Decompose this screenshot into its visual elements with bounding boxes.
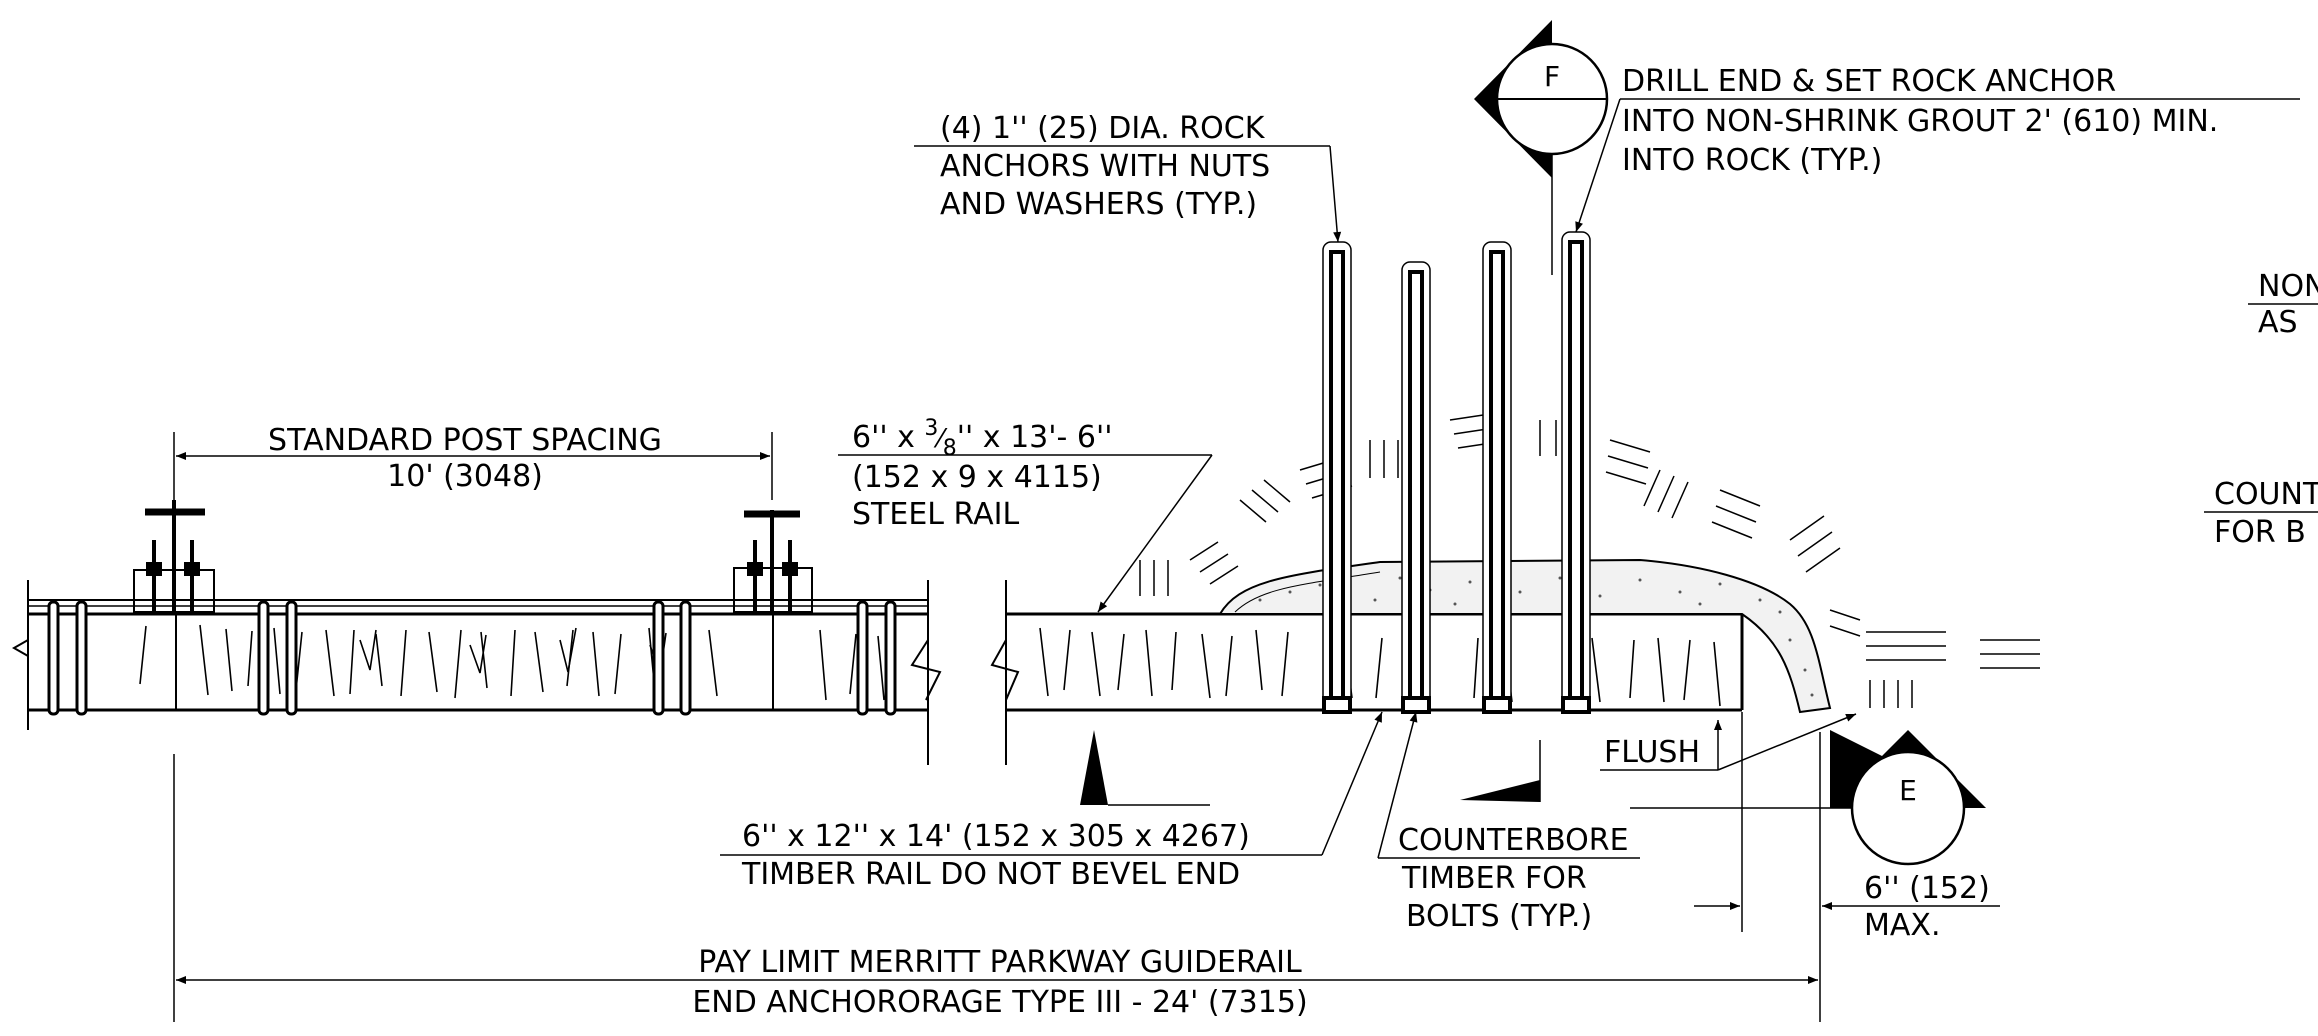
steel-frac-num: 3 [924,416,938,441]
timber-line1: 6'' x 12'' x 14' (152 x 305 x 4267) [742,819,1250,854]
section-f-label: F [1544,60,1560,93]
rail-bolts [47,600,897,716]
left-timber-rail [11,580,942,765]
steel-metric: (152 x 9 x 4115) [852,460,1102,495]
steel-frac-den: 8 [943,436,957,461]
right-note-2: AS [2258,305,2298,340]
rock-anchor-3 [1482,241,1512,714]
right-note-4: FOR B [2214,515,2306,550]
dim-six-inch-max: 6'' (152) MAX. [1694,712,2000,1022]
max-value: 6'' (152) [1864,871,1990,906]
right-note-1: NON [2258,269,2318,304]
flush-note: FLUSH [1600,713,1857,771]
drill-line3: INTO ROCK (TYP.) [1622,143,1882,178]
drill-line2: INTO NON-SHRINK GROUT 2' (610) MIN. [1622,104,2218,139]
right-edge-notes: NON AS COUNT FOR B [2204,269,2318,550]
section-arrow-lower-left [1080,730,1108,805]
anchors-line1: (4) 1'' (25) DIA. ROCK [940,111,1266,146]
dim-post-spacing: STANDARD POST SPACING 10' (3048) [173,423,773,500]
anchors-line3: AND WASHERS (TYP.) [940,187,1257,222]
flush-label: FLUSH [1604,735,1700,770]
steel-rail-note: 6'' x 3⁄8'' x 13'- 6'' (152 x 9 x 4115) … [838,416,1213,613]
std-spacing-label: STANDARD POST SPACING [268,423,662,458]
section-marker-f: F [1474,20,1609,275]
rock-hatch [1139,413,2040,708]
post-left [133,500,215,613]
steel-label-b: '' x 13'- 6'' [957,420,1113,455]
steel-rail-text: STEEL RAIL [852,497,1020,532]
post-right [733,510,813,613]
anchors-line2: ANCHORS WITH NUTS [940,149,1270,184]
right-note-3: COUNT [2214,477,2318,512]
rock-anchor-1 [1322,241,1352,714]
section-e-label: E [1899,774,1917,807]
rock-anchor-2 [1401,261,1431,714]
dim-pay-limit: PAY LIMIT MERRITT PARKWAY GUIDERAIL END … [173,754,1818,1022]
pay-limit-line1: PAY LIMIT MERRITT PARKWAY GUIDERAIL [698,945,1302,980]
drill-note: DRILL END & SET ROCK ANCHOR INTO NON-SHR… [1575,64,2300,233]
max-label: MAX. [1864,908,1941,943]
counterbore-note: COUNTERBORE TIMBER FOR BOLTS (TYP.) [1377,711,1640,934]
timber-line2: TIMBER RAIL DO NOT BEVEL END [741,857,1240,892]
timber-note: 6'' x 12'' x 14' (152 x 305 x 4267) TIMB… [720,711,1383,892]
cbore-line1: COUNTERBORE [1398,823,1629,858]
cbore-line3: BOLTS (TYP.) [1406,899,1592,934]
rock-anchors [1322,231,1591,714]
cbore-line2: TIMBER FOR [1401,861,1587,896]
pay-limit-line2: END ANCHORORAGE TYPE III - 24' (7315) [692,985,1307,1020]
svg-text:6'' x 3⁄8'' x 13'- 6'': 6'' x 3⁄8'' x 13'- 6'' [852,416,1112,461]
anchors-note: (4) 1'' (25) DIA. ROCK ANCHORS WITH NUTS… [914,111,1342,243]
section-marker-e: E [1630,730,1986,866]
section-arrow-lower-right [1460,780,1540,802]
grout-cap [1218,558,1832,714]
std-spacing-value: 10' (3048) [387,459,543,494]
steel-label-a: 6'' x [852,420,924,455]
drill-line1: DRILL END & SET ROCK ANCHOR [1622,64,2116,99]
rock-anchor-4 [1561,231,1591,714]
